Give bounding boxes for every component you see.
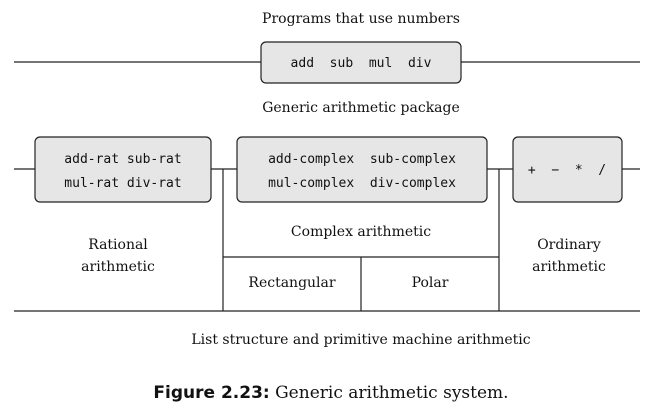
ordinary-label-line2: arithmetic [532,259,606,275]
ordinary-label-line1: Ordinary [537,237,601,253]
complex-ops-box [236,136,488,203]
figure-caption-label: Figure 2.23: [153,383,270,403]
ordinary-ops-text: + − * / [528,163,606,178]
ordinary-ops-box [512,136,623,203]
rational-ops-row1: add-rat sub-rat [64,152,181,167]
programs-label: Programs that use numbers [262,11,460,27]
rectangular-label: Rectangular [248,275,335,291]
generic-arithmetic-diagram: Programs that use numbers add sub mul di… [14,11,640,348]
rational-ops-row2: mul-rat div-rat [64,176,181,191]
complex-ops-row1: add-complex sub-complex [268,152,456,167]
polar-label: Polar [412,275,449,291]
figure-caption-text: Generic arithmetic system. [269,383,509,403]
generic-ops-text: add sub mul div [291,56,432,71]
list-structure-label: List structure and primitive machine ari… [191,332,530,348]
generic-package-label: Generic arithmetic package [262,100,460,116]
figure-caption: Figure 2.23: Generic arithmetic system. [0,383,662,403]
rational-label-line1: Rational [88,237,148,253]
complex-label: Complex arithmetic [291,224,431,240]
complex-ops-row2: mul-complex div-complex [268,176,456,191]
rational-label-line2: arithmetic [81,259,155,275]
rational-ops-box [34,136,212,203]
generic-ops-box [260,41,462,84]
